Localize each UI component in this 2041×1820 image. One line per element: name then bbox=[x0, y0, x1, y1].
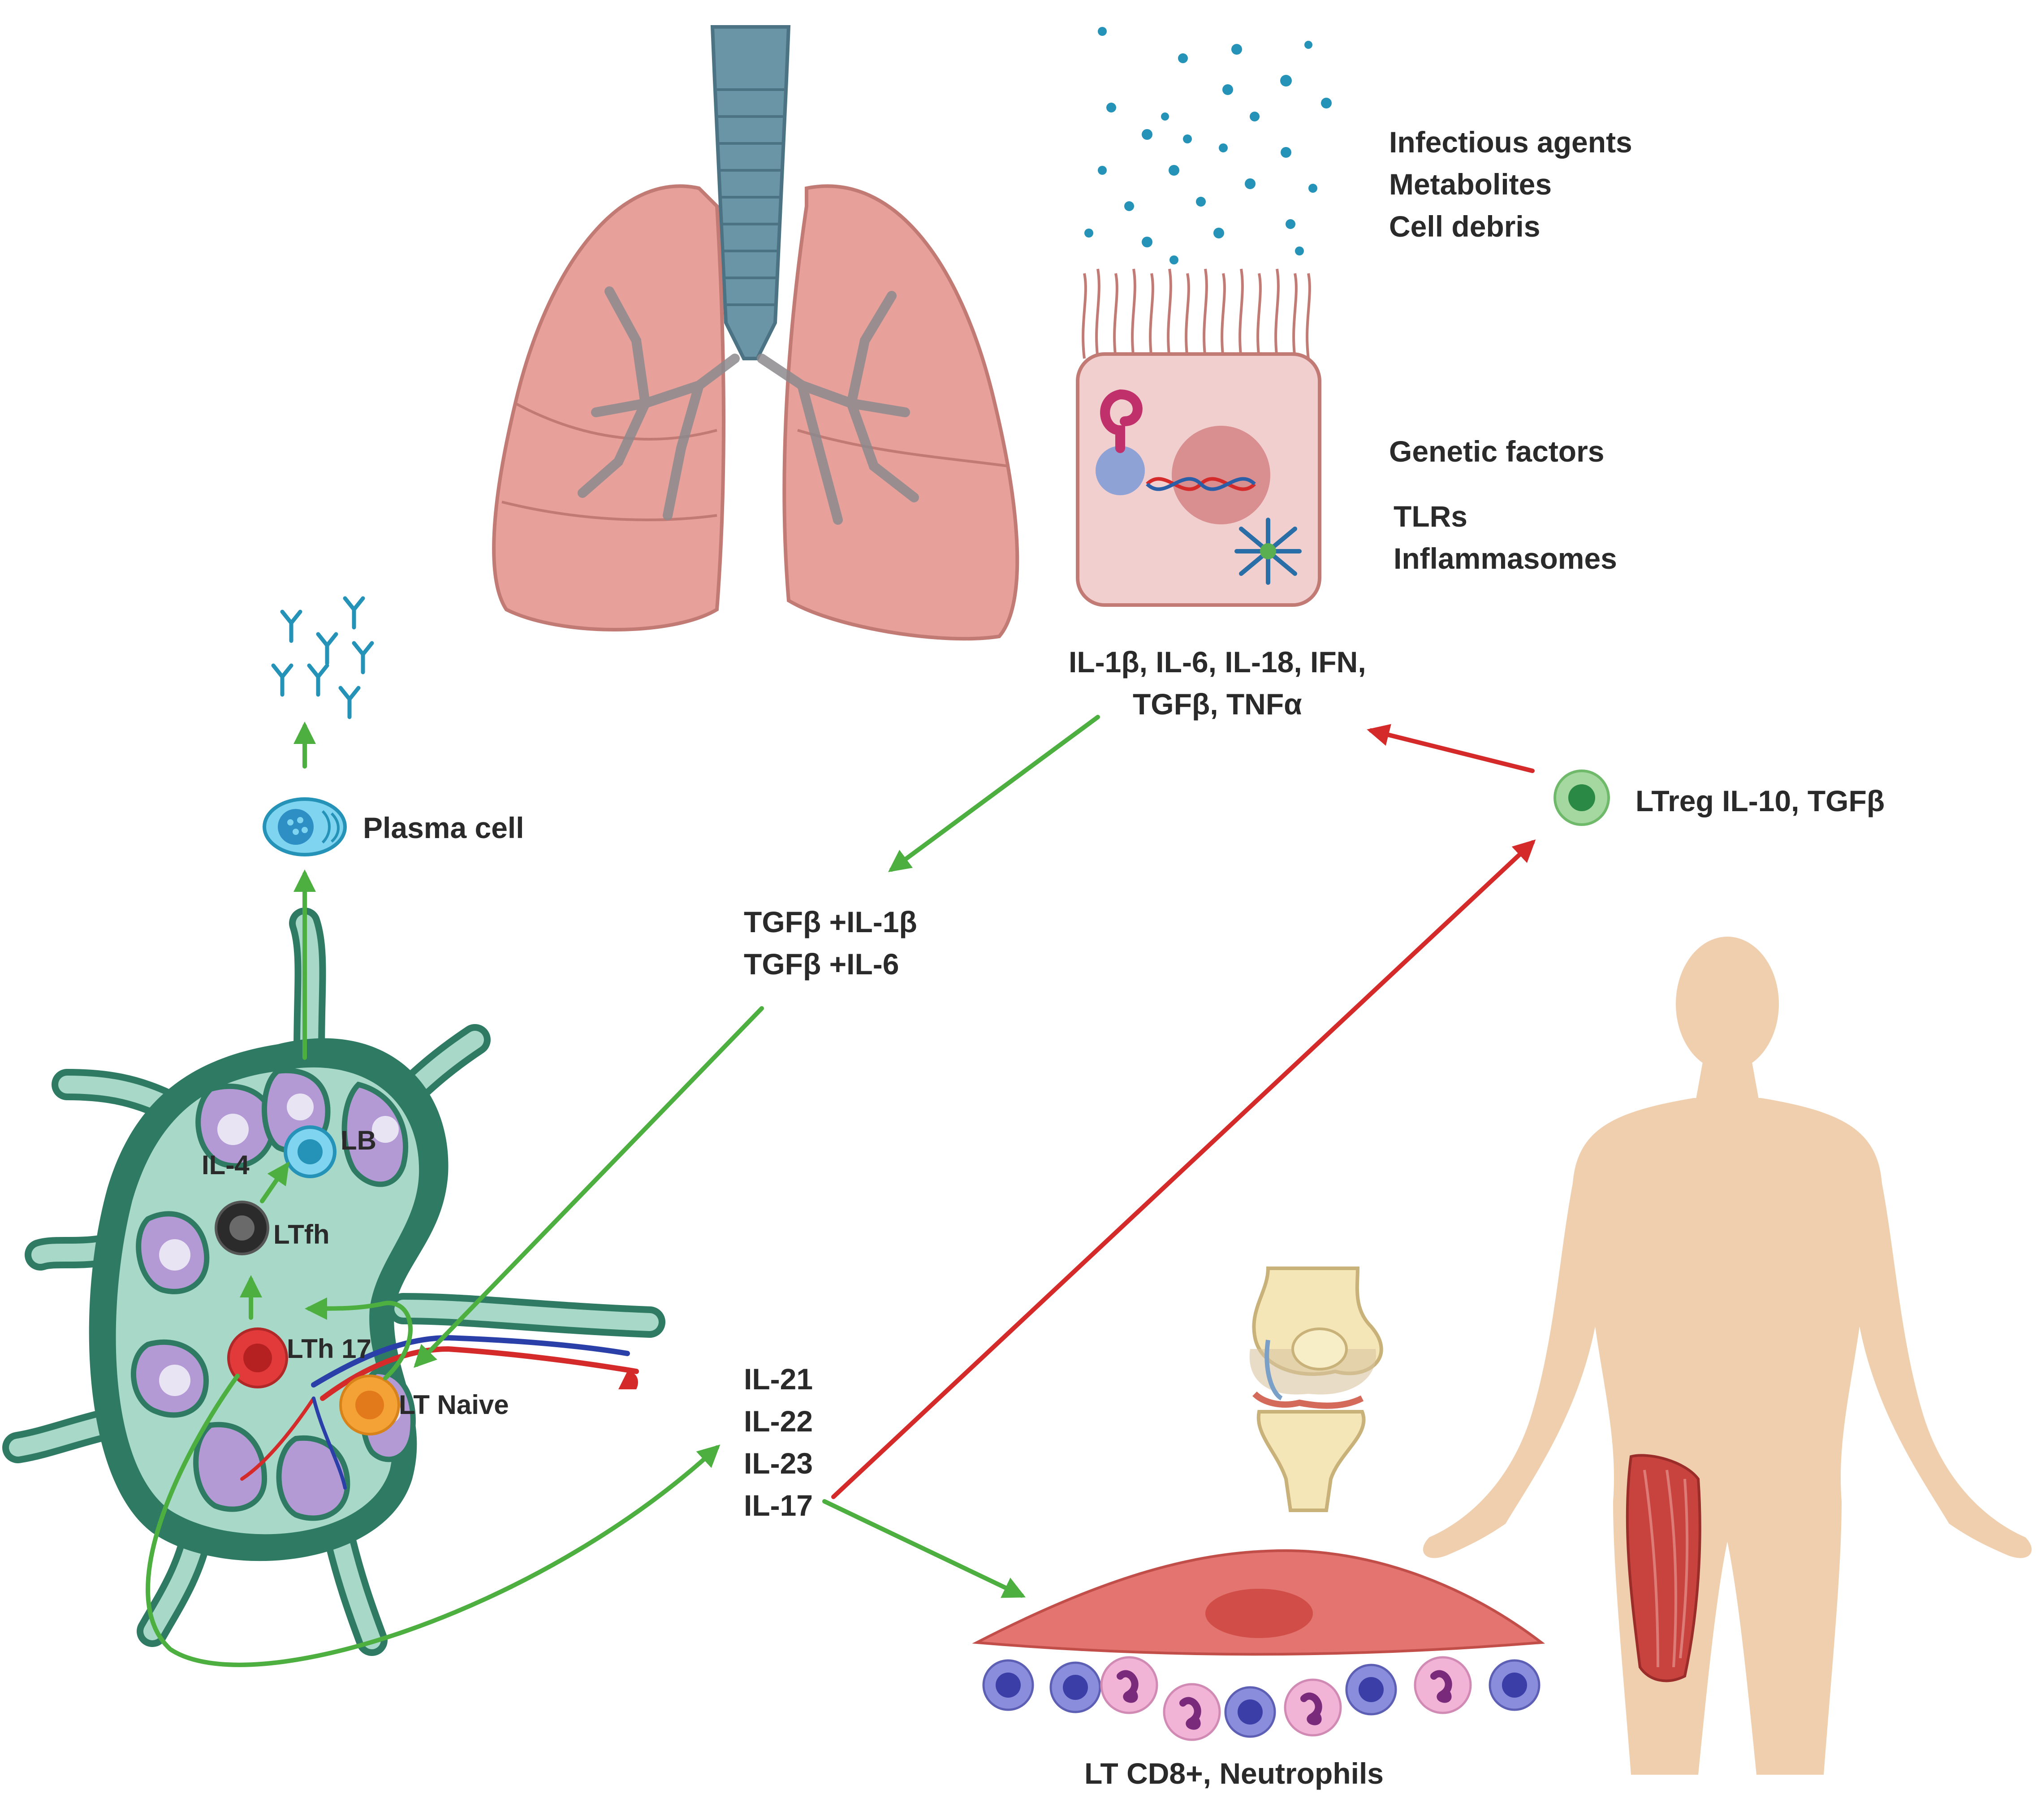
inflamed-tissue-illustration bbox=[972, 1549, 1545, 1741]
th17-cytokine-label: IL-21 bbox=[744, 1362, 813, 1396]
differentiation-label: TGFβ +IL-1β TGFβ +IL-6 bbox=[744, 901, 917, 985]
th17-cytokine-label: IL-17 bbox=[744, 1489, 813, 1522]
plasma-cell-label: Plasma cell bbox=[363, 811, 524, 844]
lungs-illustration bbox=[492, 25, 1019, 641]
trigger-label: Metabolites bbox=[1389, 168, 1552, 201]
arrow-treg-to-cytokines bbox=[1367, 724, 1535, 773]
receptor-label: Inflammasomes bbox=[1394, 542, 1617, 575]
ltfh-label: LTfh bbox=[273, 1219, 330, 1249]
lth17-cell-icon bbox=[227, 1327, 288, 1388]
arrow-th17-to-tissue bbox=[822, 1499, 1026, 1598]
lt-naive-cell-icon bbox=[339, 1375, 400, 1435]
differentiation-line: TGFβ +IL-6 bbox=[744, 947, 899, 981]
trigger-label: Infectious agents bbox=[1389, 125, 1632, 159]
th17-cytokine-label: IL-22 bbox=[744, 1405, 813, 1438]
arrow-differentiation-to-naive bbox=[414, 1006, 764, 1368]
arrow-naive-to-lth17-loop bbox=[305, 1297, 413, 1380]
human-body-illustration bbox=[1423, 937, 2032, 1775]
receptor-label: TLRs bbox=[1394, 500, 1467, 533]
differentiation-line: TGFβ +IL-1β bbox=[744, 905, 917, 938]
ltfh-cell-icon bbox=[215, 1201, 269, 1255]
th17-cytokines-list: IL-21 IL-22 IL-23 IL-17 bbox=[744, 1358, 813, 1526]
lth17-label: LTh 17 bbox=[287, 1334, 371, 1364]
receptors-list: TLRs Inflammasomes bbox=[1394, 495, 1617, 579]
particles-cloud bbox=[1084, 27, 1332, 264]
neutrophils-row bbox=[1100, 1656, 1472, 1741]
lb-cell-icon bbox=[284, 1125, 337, 1178]
treg-label: LTreg IL-10, TGFβ bbox=[1635, 784, 1885, 817]
arrow-ltfh-to-lb bbox=[260, 1161, 289, 1203]
arrows-layer bbox=[146, 715, 1536, 1667]
effectors-label: LT CD8+, Neutrophils bbox=[1084, 1757, 1384, 1790]
trigger-label: Cell debris bbox=[1389, 210, 1540, 243]
triggers-list: Infectious agents Metabolites Cell debri… bbox=[1389, 121, 1632, 247]
lt-naive-label: LT Naive bbox=[399, 1390, 509, 1420]
plasma-cell-icon bbox=[263, 797, 347, 856]
knee-joint-illustration bbox=[1249, 1267, 1383, 1512]
il4-label: IL-4 bbox=[202, 1150, 250, 1180]
arrow-cytokines-to-differentiation bbox=[888, 715, 1100, 872]
antibodies-icon bbox=[271, 596, 374, 719]
th17-cytokine-label: IL-23 bbox=[744, 1447, 813, 1480]
cytokines-line: TGFβ, TNFα bbox=[1132, 687, 1302, 721]
lb-label: LB bbox=[341, 1125, 376, 1155]
ltreg-cell-icon bbox=[1553, 770, 1610, 826]
epithelial-cell bbox=[1076, 268, 1321, 607]
cytokines-top-label: IL-1β, IL-6, IL-18, IFN, TGFβ, TNFα bbox=[1069, 641, 1366, 725]
arrow-th17-to-treg bbox=[831, 839, 1536, 1499]
lymph-node-illustration bbox=[2, 908, 665, 1656]
arrow-lth17-to-cytokines bbox=[146, 1374, 721, 1667]
cytokines-line: IL-1β, IL-6, IL-18, IFN, bbox=[1069, 645, 1366, 679]
lymphocytes-row bbox=[982, 1659, 1540, 1738]
genetic-factors-label: Genetic factors bbox=[1389, 435, 1605, 468]
